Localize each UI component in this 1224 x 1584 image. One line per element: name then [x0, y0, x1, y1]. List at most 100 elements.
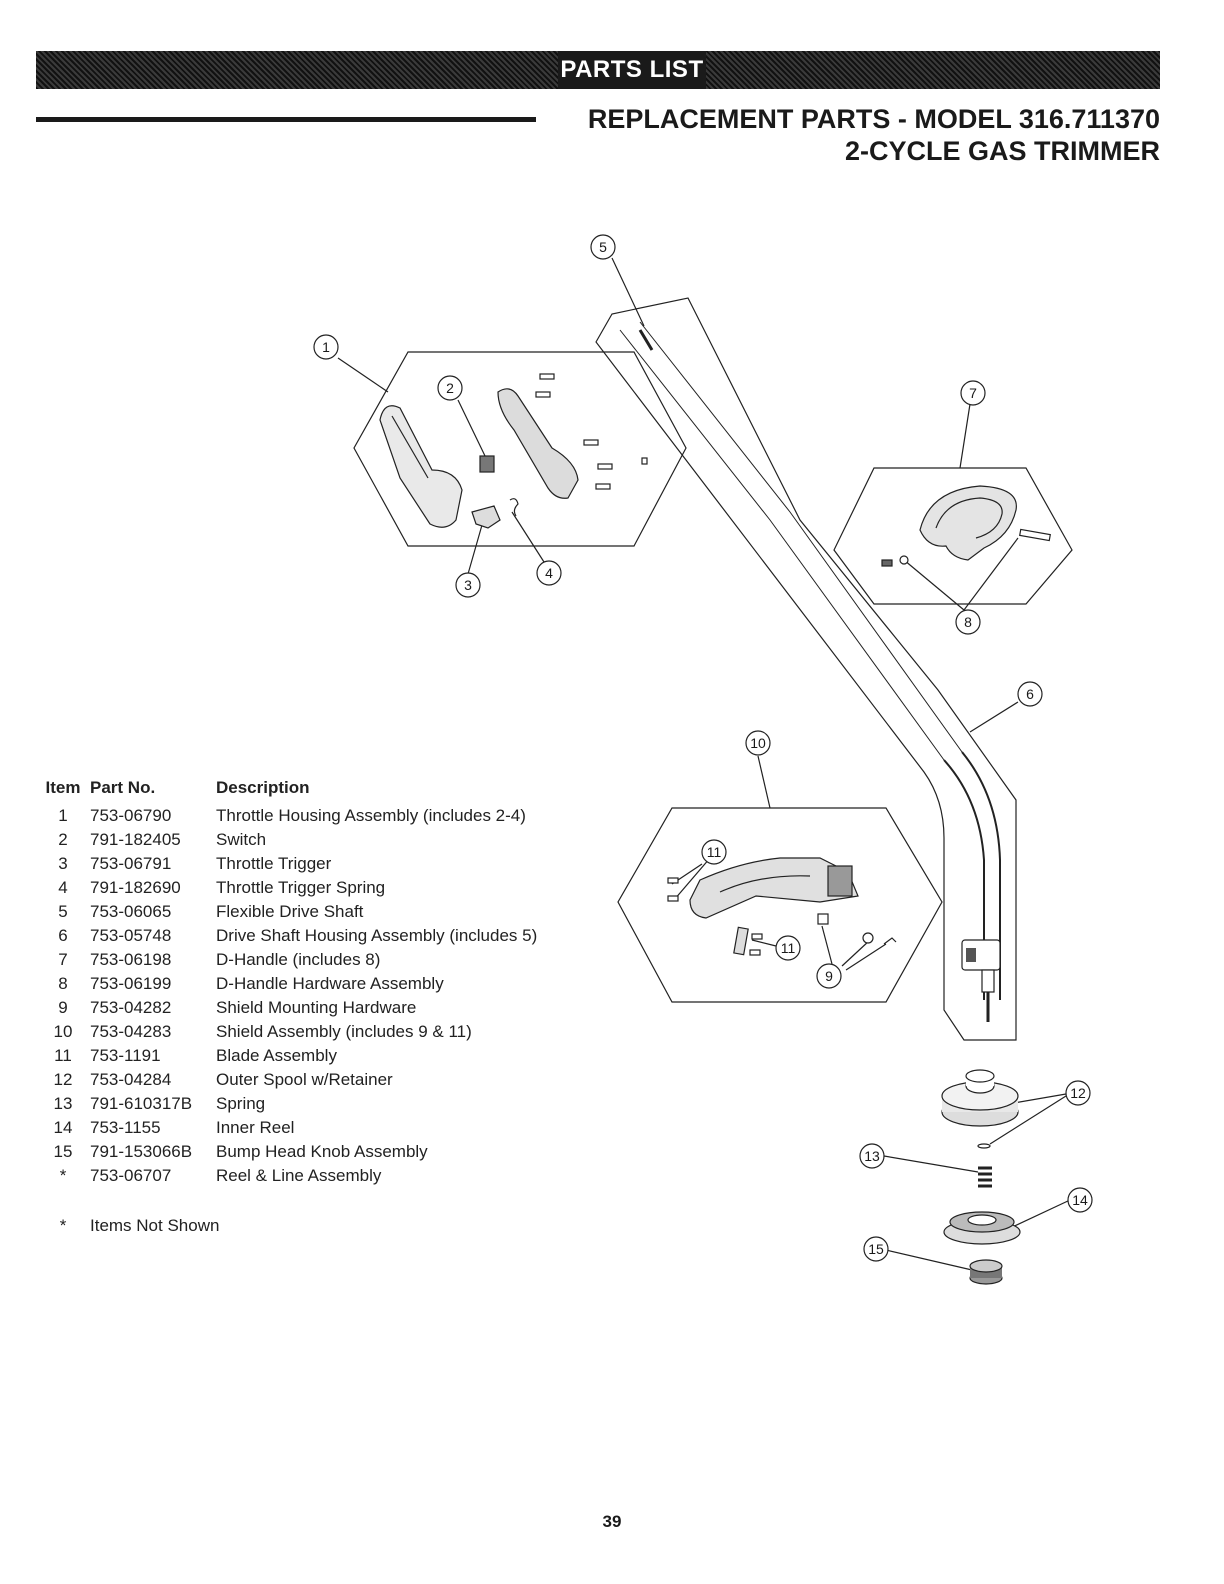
callout-10: 10	[750, 735, 766, 751]
callout-bubble	[960, 380, 986, 406]
callout-bubble	[437, 375, 463, 401]
parts-list-banner: PARTS LIST	[36, 51, 1160, 89]
callout-bubble	[1065, 1080, 1091, 1106]
cell-item: 7	[58, 950, 68, 969]
blade-part	[733, 926, 749, 956]
callout-15: 15	[868, 1241, 884, 1257]
outer-spool-part	[941, 1069, 1019, 1127]
footnote: * Items Not Shown	[36, 1216, 220, 1236]
table-row: 8 753-06199 D-Handle Hardware Assembly	[36, 972, 576, 996]
callout-bubble	[701, 839, 727, 865]
callout-bubble	[775, 935, 801, 961]
header-part-no: Part No.	[90, 778, 156, 797]
cell-item: 1	[58, 806, 68, 825]
cell-description: Throttle Housing Assembly (includes 2-4)	[216, 806, 526, 825]
cell-item: 14	[53, 1118, 73, 1137]
callout-2: 2	[446, 380, 454, 396]
cell-part-no: 753-06791	[90, 854, 172, 873]
throttle-housing-right-half	[497, 388, 579, 499]
shield-part	[689, 857, 859, 919]
callout-bubble	[859, 1143, 885, 1169]
table-row: 1 753-06790 Throttle Housing Assembly (inc…	[36, 804, 576, 828]
cell-item: 8	[58, 974, 68, 993]
spring-part	[978, 1166, 992, 1188]
bump-knob-part	[969, 1259, 1003, 1285]
cell-part-no: 753-04282	[90, 998, 172, 1017]
cell-part-no: 753-06199	[90, 974, 172, 993]
cell-description: Inner Reel	[216, 1118, 295, 1137]
cell-description: Bump Head Knob Assembly	[216, 1142, 428, 1161]
trigger-spring-part	[509, 498, 519, 517]
cell-description: Shield Assembly (includes 9 & 11)	[216, 1022, 472, 1041]
table-row: 10 753-04283 Shield Assembly (includes 9 &…	[36, 1020, 576, 1044]
cell-part-no: 753-1191	[90, 1046, 161, 1065]
page-title-product: 2-CYCLE GAS TRIMMER	[844, 136, 1160, 166]
page-number: 39	[602, 1512, 622, 1531]
cell-item: 13	[53, 1094, 73, 1113]
d-handle-part	[919, 485, 1017, 561]
cell-description: Blade Assembly	[216, 1046, 337, 1065]
callout-bubble	[313, 334, 339, 360]
table-header-row: Item Part No. Description	[36, 778, 576, 804]
throttle-trigger-part	[471, 505, 501, 529]
page-title-model: REPLACEMENT PARTS - MODEL 316.711370	[587, 104, 1160, 134]
cell-part-no: 791-182690	[90, 878, 181, 897]
cell-part-no: 753-05748	[90, 926, 172, 945]
cell-part-no: 753-1155	[90, 1118, 161, 1137]
cell-item: 6	[58, 926, 68, 945]
d-handle-panel	[833, 467, 1073, 605]
cell-description: Drive Shaft Housing Assembly (includes 5…	[216, 926, 538, 945]
cell-part-no: 753-06065	[90, 902, 172, 921]
cell-item: 12	[53, 1070, 73, 1089]
header-item: Item	[45, 778, 81, 797]
switch-part	[479, 455, 495, 473]
cell-item: 2	[58, 830, 68, 849]
cell-item: 11	[54, 1046, 72, 1065]
cell-part-no: 753-06707	[90, 1166, 172, 1185]
footnote-marker: *	[59, 1216, 67, 1235]
cell-part-no: 753-06790	[90, 806, 172, 825]
callout-bubble	[1017, 681, 1043, 707]
callout-bubble	[863, 1236, 889, 1262]
callout-bubble	[455, 572, 481, 598]
cell-description: D-Handle (includes 8)	[216, 950, 381, 969]
cell-part-no: 753-04283	[90, 1022, 172, 1041]
cell-description: Flexible Drive Shaft	[216, 902, 364, 921]
cell-item: 10	[53, 1022, 73, 1041]
callout-7: 7	[969, 385, 977, 401]
table-row: 6 753-05748 Drive Shaft Housing Assembly (…	[36, 924, 576, 948]
cell-part-no: 791-182405	[90, 830, 181, 849]
banner-label: PARTS LIST	[558, 51, 706, 89]
callout-4: 4	[545, 565, 553, 581]
callout-bubble	[955, 609, 981, 635]
callout-bubble	[745, 730, 771, 756]
cell-description: Throttle Trigger Spring	[216, 878, 386, 897]
cell-item: 4	[58, 878, 68, 897]
table-row: 4 791-182690 Throttle Trigger Spring	[36, 876, 576, 900]
cell-item: 15	[53, 1142, 73, 1161]
callout-1: 1	[322, 339, 330, 355]
cell-description: D-Handle Hardware Assembly	[216, 974, 444, 993]
callout-9: 9	[825, 968, 833, 984]
shield-panel	[617, 807, 943, 1003]
callout-3: 3	[464, 577, 472, 593]
cell-part-no: 791-153066B	[90, 1142, 193, 1161]
callout-bubble	[1067, 1187, 1093, 1213]
cell-description: Throttle Trigger	[216, 854, 332, 873]
table-row: 15 791-153066B Bump Head Knob Assembly	[36, 1140, 576, 1164]
callout-11a: 11	[707, 844, 722, 860]
cell-item: *	[59, 1166, 67, 1185]
callout-11b: 11	[781, 940, 796, 956]
header-rule	[36, 117, 536, 122]
inner-reel-part	[943, 1211, 1021, 1245]
callout-bubble	[590, 234, 616, 260]
callout-bubble	[536, 560, 562, 586]
footnote-text: Items Not Shown	[90, 1216, 220, 1235]
